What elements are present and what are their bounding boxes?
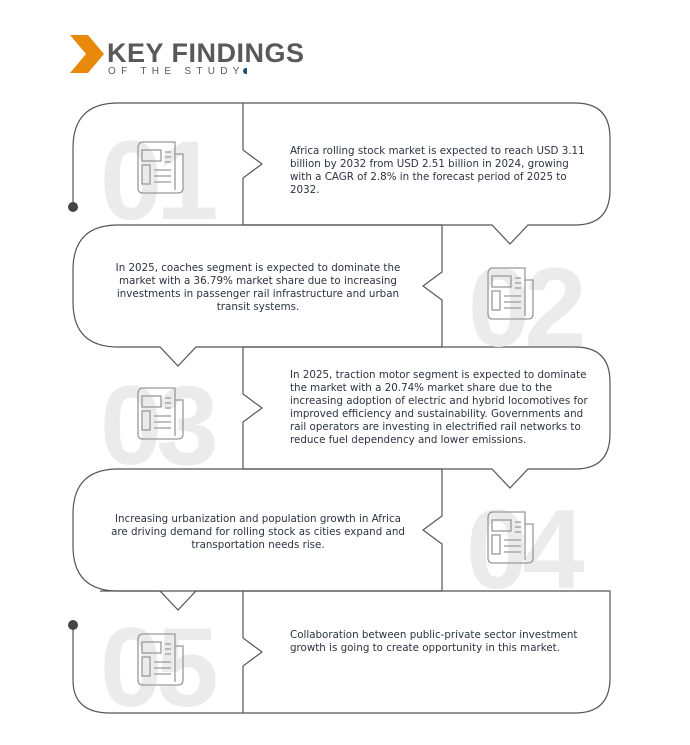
newspaper-icon	[137, 387, 184, 440]
timeline-dot	[68, 202, 78, 212]
newspaper-icon	[487, 267, 534, 320]
finding-text: In 2025, coaches segment is expected to …	[115, 262, 401, 313]
finding-text: Africa rolling stock market is expected …	[290, 145, 585, 196]
finding-number: 01	[100, 118, 219, 243]
page-title: KEY FINDINGS	[107, 38, 305, 68]
timeline-dot	[68, 620, 78, 630]
newspaper-icon	[137, 633, 184, 686]
page-subtitle: OF THE STUDY	[108, 66, 247, 77]
finding-text: Increasing urbanization and population g…	[111, 513, 405, 551]
chevron-logo-icon	[70, 35, 104, 73]
newspaper-icon	[487, 511, 534, 564]
finding-text: In 2025, traction motor segment is expec…	[290, 369, 588, 446]
newspaper-icon	[137, 141, 184, 194]
finding-text: Collaboration between public-private sec…	[290, 629, 578, 654]
